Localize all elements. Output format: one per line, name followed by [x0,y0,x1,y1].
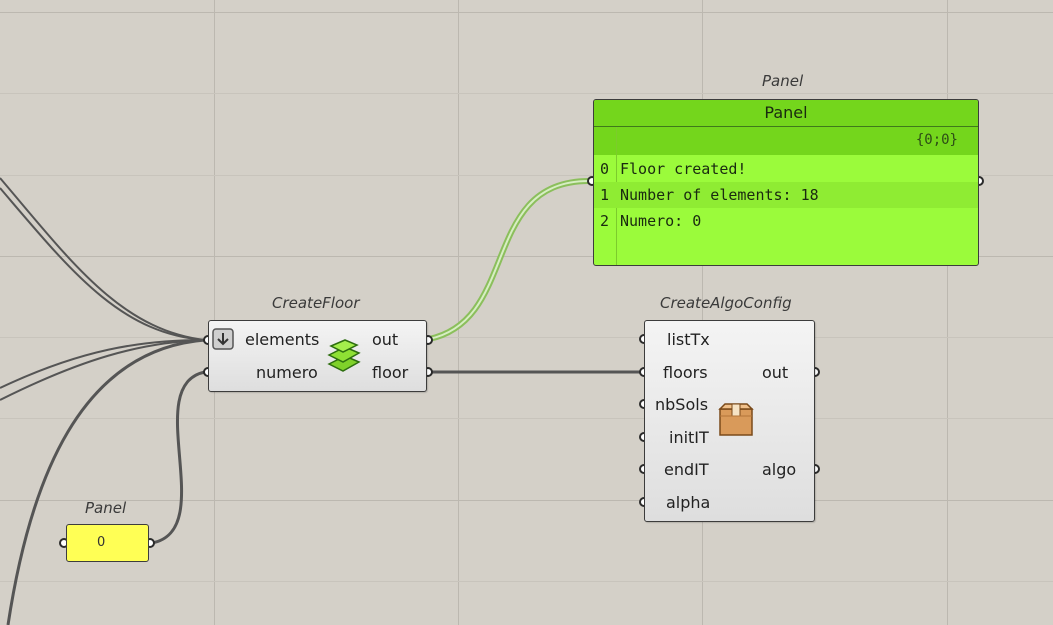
row-index: 1 [600,186,610,204]
input-floors-label[interactable]: floors [663,363,708,382]
output-out-label[interactable]: out [372,330,399,349]
create-floor-title: CreateFloor [272,294,360,312]
panel-output[interactable]: Panel {0;0} 0 Floor created! 1 Number of… [593,99,979,266]
row-text: Floor created! [620,160,747,178]
wire-elements-4 [0,339,206,401]
wire-panel-to-numero [151,370,206,545]
output-out-label[interactable]: out [762,363,789,382]
panel-input-value[interactable]: 0 [97,535,106,550]
create-algo-config-title: CreateAlgoConfig [660,294,792,312]
panel-output-row: 1 Number of elements: 18 [594,182,978,208]
input-nbSols-label[interactable]: nbSols [655,395,709,414]
package-icon [718,403,754,436]
panel-input[interactable]: 0 [66,524,149,562]
wire-out-to-panel [428,177,591,342]
row-text: Numero: 0 [620,212,702,230]
row-index: 2 [600,212,610,230]
row-text: Number of elements: 18 [620,186,819,204]
input-initIT-label[interactable]: initIT [669,428,709,447]
arrow-down-icon[interactable] [212,328,234,350]
input-elements-label[interactable]: elements [245,330,320,349]
input-endIT-label[interactable]: endIT [664,460,709,479]
panel-output-path: {0;0} [915,132,958,148]
input-alpha-label[interactable]: alpha [666,493,711,512]
row-index: 0 [600,160,610,178]
output-algo-label[interactable]: algo [762,460,797,479]
output-floor-label[interactable]: floor [372,363,409,382]
panel-output-path-row: {0;0} [594,127,978,155]
panel-output-row: 0 Floor created! [594,156,978,182]
input-numero-label[interactable]: numero [256,363,318,382]
panel-output-title: Panel [762,72,804,90]
create-algo-config-component[interactable]: listTx floors nbSols initIT endIT alpha … [644,320,815,522]
create-floor-component[interactable]: elements numero out floor [208,320,427,392]
input-listTx-label[interactable]: listTx [667,330,710,349]
wire-elements-1 [0,177,206,341]
layered-floor-icon [327,339,361,372]
panel-input-title: Panel [85,499,127,517]
wire-elements-5 [6,338,206,625]
panel-output-header[interactable]: Panel [594,100,978,127]
panel-output-row: 2 Numero: 0 [594,208,978,234]
wire-elements-3 [0,339,206,389]
wire-elements-2 [0,187,206,341]
